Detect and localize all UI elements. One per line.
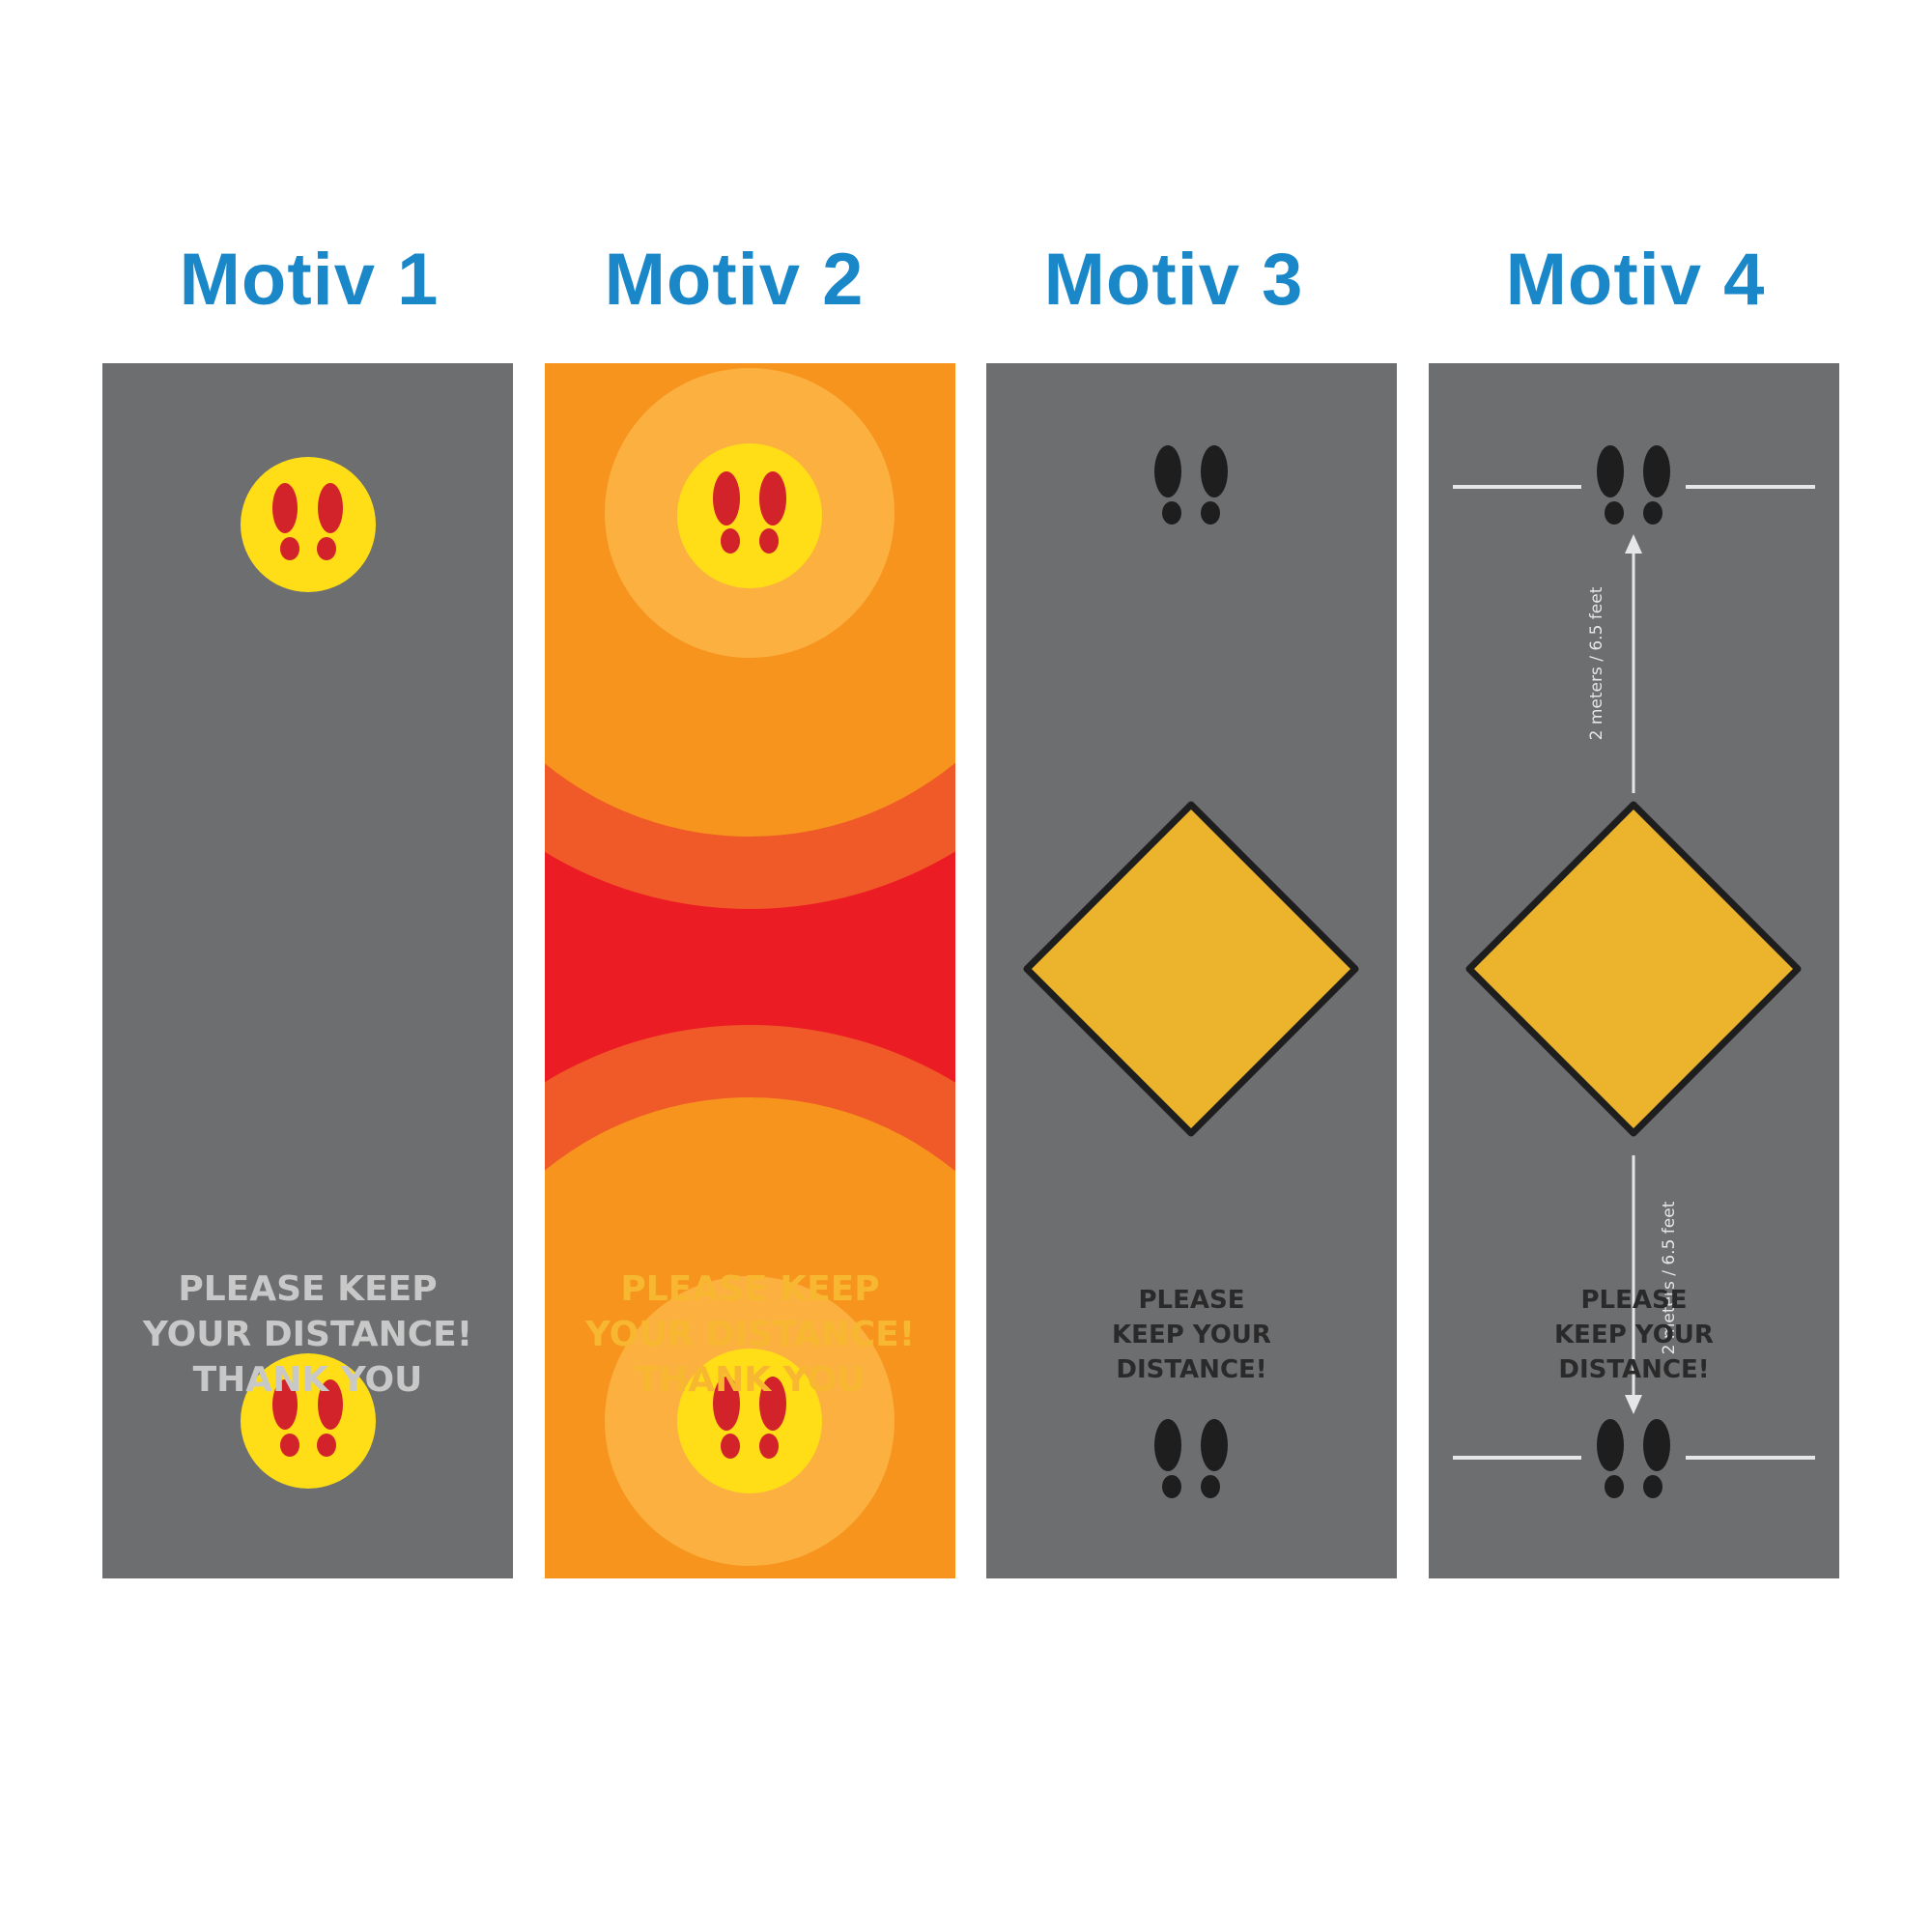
footprints-icon [677,1349,822,1493]
message-line: YOUR DISTANCE! [584,1315,916,1354]
message-line: THANK YOU [192,1360,423,1400]
footprints-icon [1597,445,1670,525]
motiv-3-panel: PLEASE KEEP YOUR DISTANCE! [986,363,1397,1578]
motiv-3-title: Motiv 3 [1043,239,1304,321]
warning-diamond-icon [1465,801,1802,1137]
footprints-icon [677,443,822,588]
sign-line: KEEP YOUR [1112,1321,1271,1350]
motiv-2-graphics [545,363,955,1578]
message-line: THANK YOU [635,1360,866,1400]
motiv-2-message: PLEASE KEEP YOUR DISTANCE! THANK YOU [545,1266,955,1403]
double-arrow-icon [1625,1155,1642,1414]
bottom-circle-burst [545,1025,955,1578]
double-arrow-icon [1625,534,1642,793]
sign-line: DISTANCE! [1558,1355,1710,1384]
sign-line: DISTANCE! [1116,1355,1267,1384]
motiv-4-graphics [1453,445,1815,1498]
sign-line: PLEASE [1580,1286,1688,1315]
motiv-1-panel: PLEASE KEEP YOUR DISTANCE! THANK YOU [102,363,513,1578]
motiv-2-title: Motiv 2 [604,239,865,321]
footprints-icon [1154,445,1228,525]
warning-diamond-icon [1023,801,1359,1137]
distance-label-top: 2 meters / 6.5 feet [1587,586,1606,741]
motiv-3-sign-text: PLEASE KEEP YOUR DISTANCE! [986,1283,1397,1387]
message-line: PLEASE KEEP [620,1269,880,1309]
motiv-4-panel: 2 meters / 6.5 feet 2 meters / 6.5 feet … [1429,363,1839,1578]
motiv-4-title: Motiv 4 [1505,239,1766,321]
footprints-icon [1154,1419,1228,1498]
sign-line: PLEASE [1138,1286,1245,1315]
motiv-1-title: Motiv 1 [179,239,440,321]
motiv-1-message: PLEASE KEEP YOUR DISTANCE! THANK YOU [102,1266,513,1403]
sign-line: KEEP YOUR [1554,1321,1714,1350]
footprints-icon [241,457,376,592]
motiv-4-sign-text: PLEASE KEEP YOUR DISTANCE! [1429,1283,1839,1387]
footprints-icon [241,1353,376,1489]
message-line: PLEASE KEEP [178,1269,438,1309]
message-line: YOUR DISTANCE! [142,1315,473,1354]
footprints-icon [1597,1419,1670,1498]
motiv-1-graphics [241,457,376,1489]
motiv-3-graphics [1023,445,1359,1498]
motiv-2-panel: PLEASE KEEP YOUR DISTANCE! THANK YOU [545,363,955,1578]
